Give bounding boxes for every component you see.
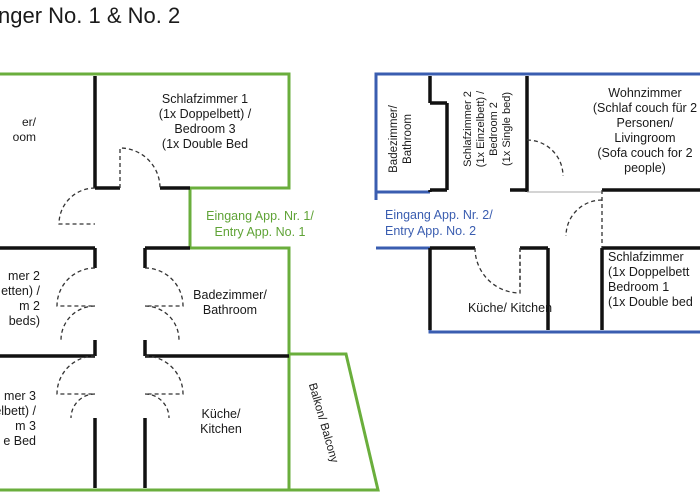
room-label-bedroom-2: Schlafzimmer 2 (1x Einzelbett) / Bedroom… bbox=[462, 90, 513, 168]
room-label-kitchen-2: Küche/ Kitchen bbox=[467, 301, 553, 315]
room-label-partial-top: er/ oom bbox=[12, 115, 36, 144]
entry-label-2: Eingang App. Nr. 2/ Entry App. No. 2 bbox=[385, 208, 493, 238]
room-label-partial-mid: mer 2 etten) / m 2 beds) bbox=[1, 269, 40, 328]
apartment-2-outline-top bbox=[374, 72, 700, 194]
room-label-bedroom-1: Schlafzimmer (1x Doppelbett Bedroom 1 (1… bbox=[608, 250, 693, 309]
room-label-kitchen-1: Küche/ Kitchen bbox=[200, 407, 242, 436]
apartment-1-plan bbox=[0, 72, 380, 492]
apartment-2-doors bbox=[474, 139, 603, 294]
room-label-bathroom-1: Badezimmer/ Bathroom bbox=[193, 288, 267, 317]
room-label-partial-bottom: mer 3 elbett) / m 3 e Bed bbox=[0, 389, 36, 448]
entry-label-1: Eingang App. Nr. 1/ Entry App. No. 1 bbox=[206, 209, 314, 239]
apartment-1-doors bbox=[56, 147, 184, 419]
room-label-living: Wohnzimmer (Schlaf couch für 2 Personen/… bbox=[592, 86, 698, 175]
page-title: nger No. 1 & No. 2 bbox=[0, 3, 181, 28]
apartment-2-plan bbox=[374, 72, 700, 334]
apartment-1-outline bbox=[0, 72, 380, 492]
apartment-1-walls bbox=[0, 76, 289, 488]
room-label-bathroom-2: Badezimmer/ Bathroom bbox=[388, 105, 414, 173]
apartment-2-walls bbox=[428, 76, 700, 330]
room-label-bedroom-3-top: Schlafzimmer 1 (1x Doppelbett) / Bedroom… bbox=[158, 92, 252, 151]
